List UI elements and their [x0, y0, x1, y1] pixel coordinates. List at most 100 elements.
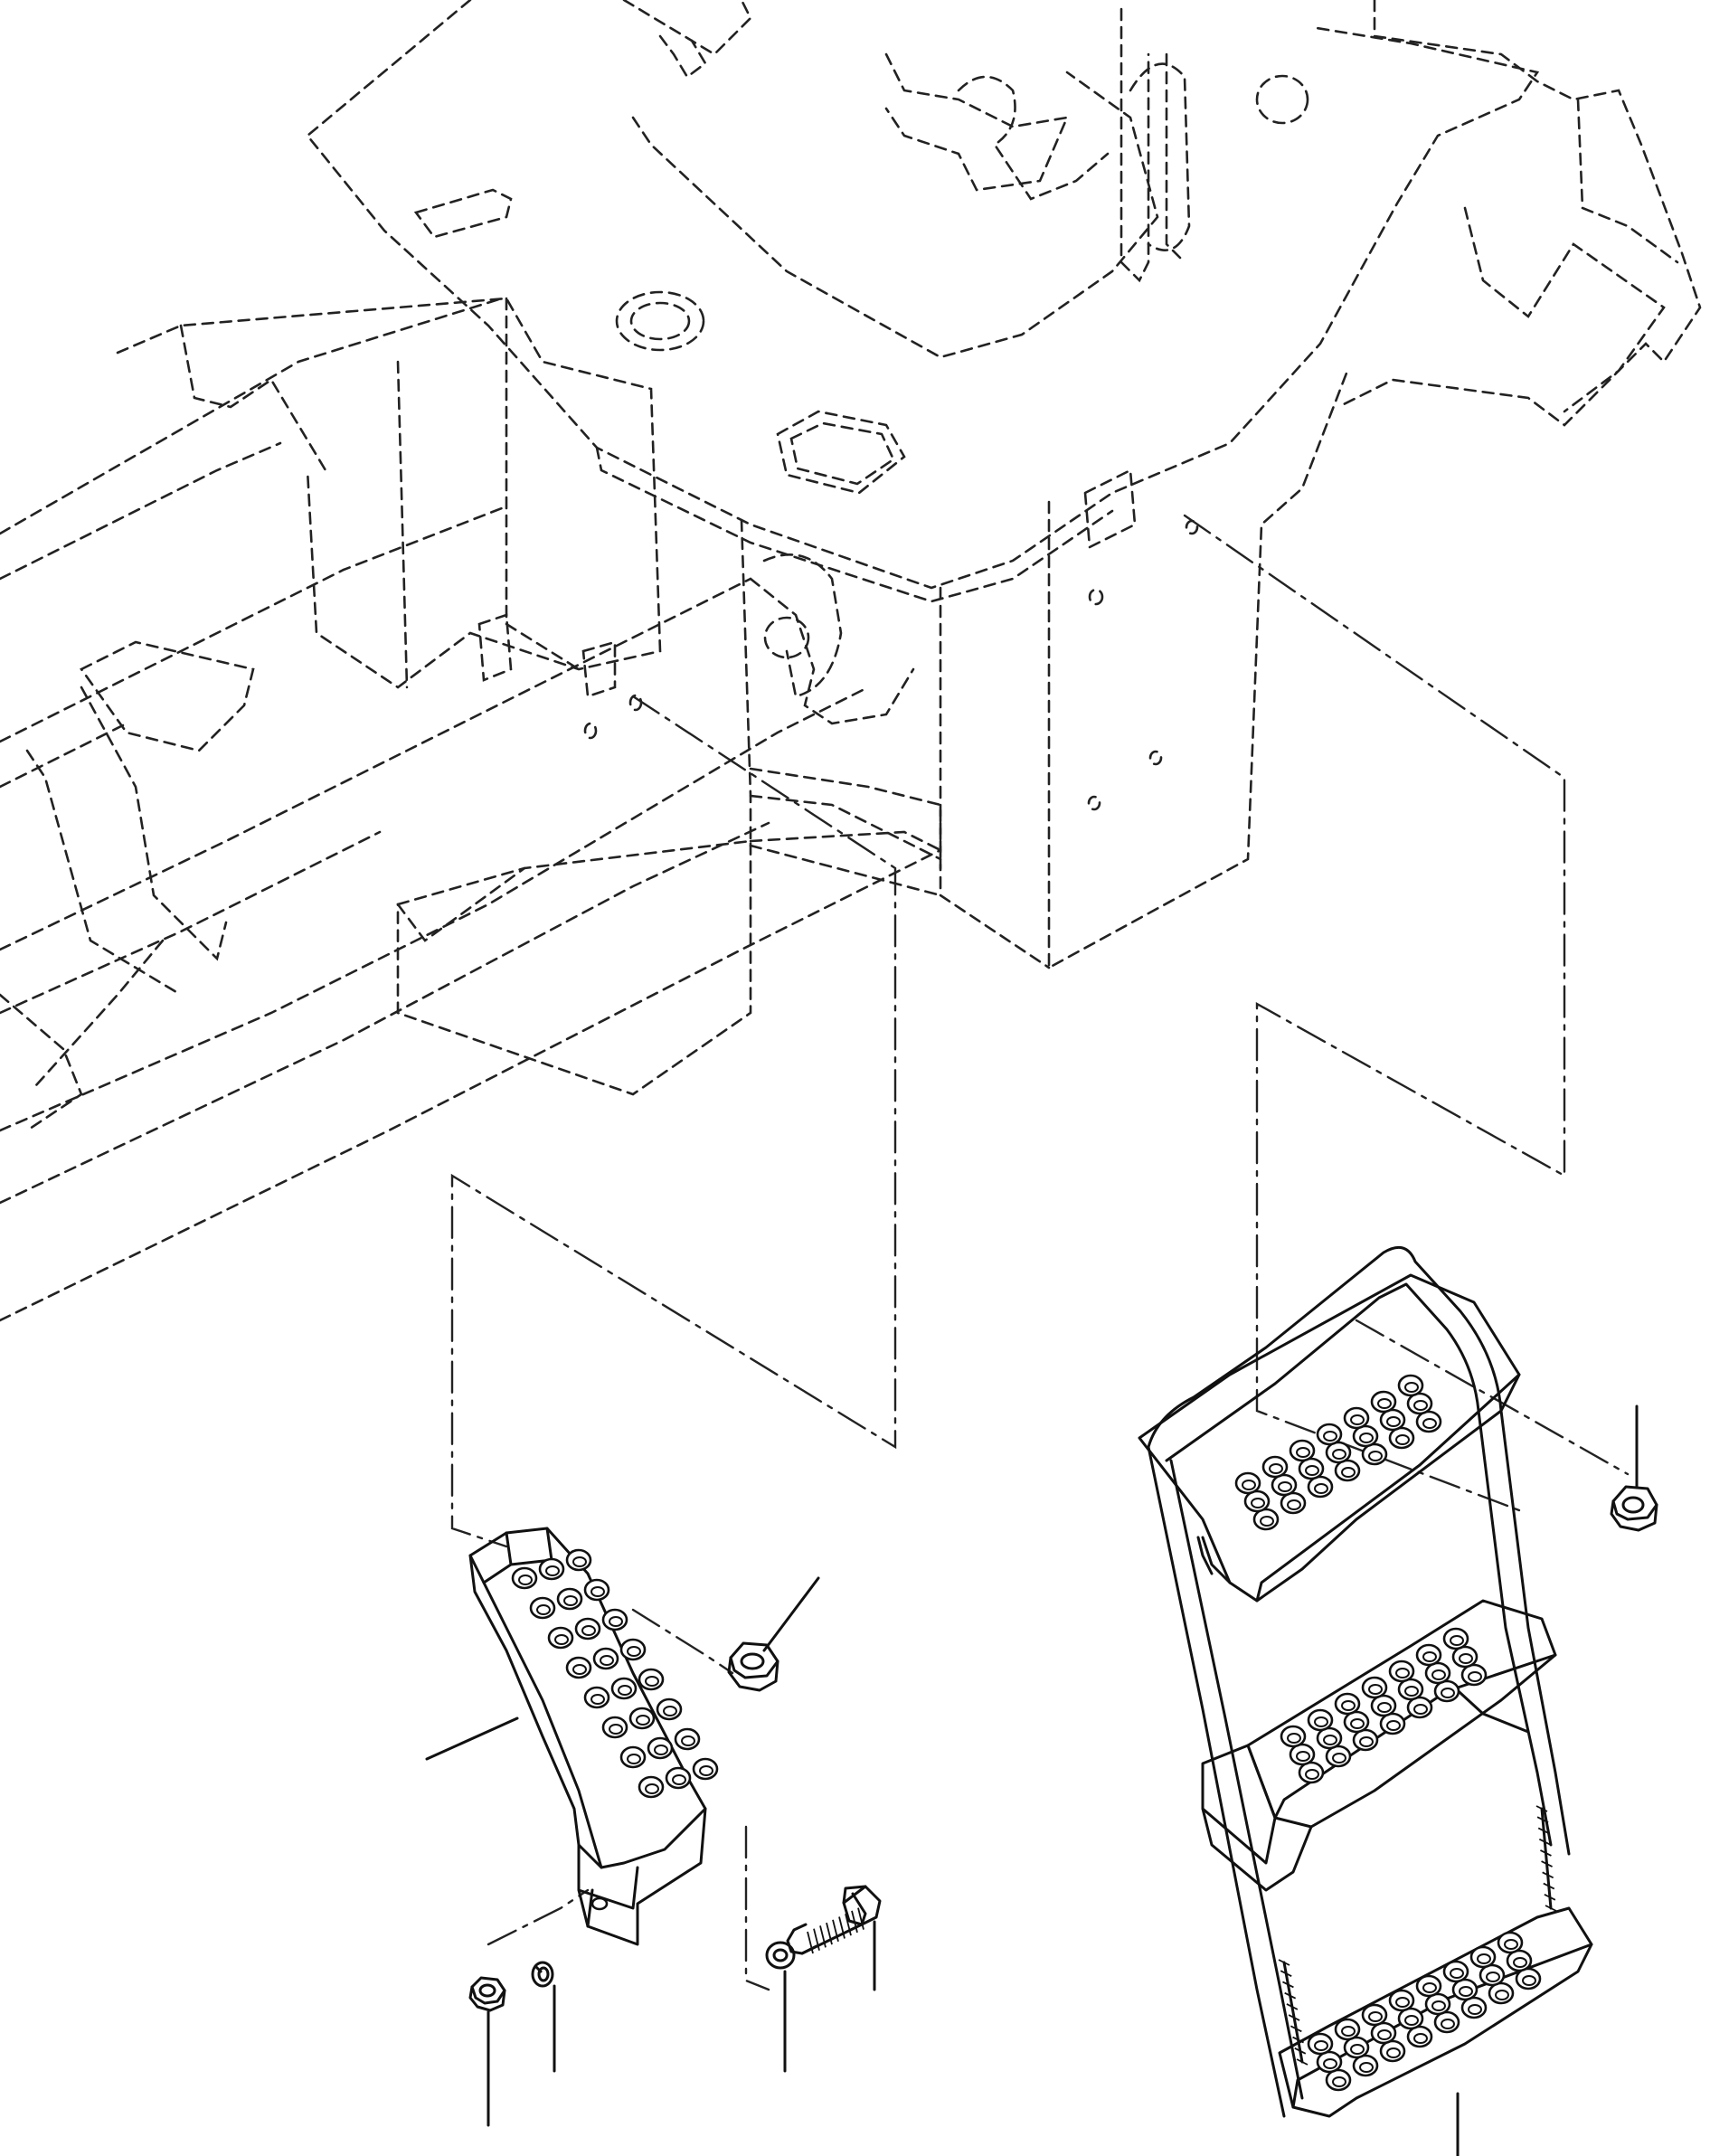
deck-slot — [413, 188, 513, 239]
assembly-line-left-step — [450, 695, 897, 1548]
tower-front-face — [939, 586, 1051, 969]
cable-link — [1292, 2036, 1304, 2044]
assembly-line-ladder-bolt — [1355, 1319, 1630, 1476]
thread-line — [845, 1913, 852, 1936]
tread-hole-inner — [1278, 1481, 1292, 1492]
cable-link — [1543, 1882, 1555, 1890]
tread-hole-inner — [1251, 1498, 1265, 1508]
ladder-middle-tread — [1246, 1599, 1557, 1829]
cable-link — [1535, 1805, 1548, 1812]
tread-hole-inner — [645, 1676, 659, 1687]
center-bracket-hole — [763, 616, 810, 659]
tread-hole-inner — [1296, 1447, 1310, 1458]
left-diag-brace — [0, 993, 83, 1132]
deck-hatch-inner — [789, 421, 895, 486]
lower-plate-hole-1 — [583, 722, 598, 740]
single-step-plate — [468, 1527, 707, 1869]
assembly-center-lines — [450, 514, 1630, 1991]
thread-line — [838, 1916, 846, 1939]
tread-hole-inner — [1486, 1972, 1500, 1982]
left-channel — [25, 749, 183, 997]
tread-hole-inner — [1287, 1499, 1301, 1510]
cable-link — [1542, 1871, 1554, 1879]
tower-left-post — [1120, 7, 1150, 283]
tread-hole-inner — [609, 1616, 623, 1627]
tread-hole-inner — [1341, 1700, 1356, 1711]
cable-link — [1288, 2014, 1300, 2021]
tread-hole-inner — [1450, 1635, 1464, 1646]
left-rail-5 — [0, 577, 752, 951]
left-long-member-2 — [0, 821, 770, 1205]
ladder-middle-tread-box — [1201, 1744, 1277, 1865]
leader-hex-nut-step — [762, 1576, 820, 1652]
left-box-lower — [80, 640, 255, 752]
ladder-handrail — [1147, 1245, 1503, 1449]
left-diagonal-far — [0, 848, 942, 1322]
tower-hole-2 — [1148, 750, 1163, 766]
tread-hole-inner — [1468, 2004, 1482, 2015]
left-diag-brace-2 — [34, 939, 165, 1087]
tread-hole-inner — [1441, 2019, 1455, 2029]
tread-hole-inner — [1368, 1684, 1383, 1695]
tread-hole-inner — [1395, 1434, 1410, 1445]
tread-hole-inner — [545, 1565, 560, 1576]
tread-hole-inner — [1522, 1975, 1536, 1986]
cable-link — [1278, 1959, 1290, 1966]
tread-hole-inner — [1314, 1716, 1328, 1727]
tread-hole-inner — [681, 1735, 695, 1746]
tread-hole-inner — [590, 1586, 605, 1597]
ladder-right-cable — [1540, 1807, 1553, 1910]
ladder-top-tread-side — [1201, 1536, 1232, 1584]
step-ladder — [1138, 1245, 1593, 2118]
tower-small-panel — [1083, 468, 1137, 550]
tread-hole-inner — [1495, 1990, 1509, 2000]
thread-line — [826, 1922, 833, 1945]
center-lower-rail-2 — [749, 767, 942, 870]
tread-hole-inner — [609, 1724, 623, 1735]
ladder-top-tread-face — [1255, 1373, 1521, 1603]
upper-deck-inner — [631, 71, 1159, 359]
tread-hole-inner — [618, 1685, 632, 1696]
cable-link — [1536, 1816, 1549, 1824]
tread-hole-inner — [1242, 1480, 1256, 1490]
cable-link — [1286, 2003, 1299, 2010]
tread-hole-inner — [1350, 1718, 1365, 1729]
cable-link — [1284, 1991, 1297, 2000]
center-mechanism-2 — [957, 75, 1110, 201]
far-right-housing — [1337, 0, 1702, 427]
cable-link — [1545, 1905, 1557, 1912]
fasteners — [468, 1485, 1658, 2012]
lower-bolt-block — [477, 613, 513, 682]
ladder-bottom-tread — [1278, 1906, 1593, 2118]
tower-right-box — [1047, 369, 1349, 970]
left-rail-4 — [0, 722, 128, 789]
tread-hole-inner — [1350, 2044, 1365, 2055]
cable-link — [1541, 1860, 1553, 1868]
far-right-housing-edge — [1576, 98, 1679, 264]
tread-hole-inner — [1404, 2015, 1419, 2026]
left-long-member — [0, 686, 870, 1132]
tread-hole-inner — [1287, 1733, 1301, 1744]
handle-loop — [1129, 62, 1191, 251]
hex-nut-ladder — [1610, 1485, 1658, 1532]
tread-hole-inner — [1395, 1668, 1410, 1678]
tread-hole-inner — [1459, 1986, 1473, 1997]
thread-line — [857, 1907, 864, 1930]
thread-line — [819, 1925, 827, 1948]
tread-hole-inner — [1431, 2000, 1446, 2011]
tread-hole-inner — [672, 1774, 686, 1785]
lower-hanging-plate — [396, 839, 752, 1096]
cable-link — [1290, 2025, 1302, 2033]
tread-hole-inner — [1468, 1671, 1482, 1682]
tread-hole-inner — [627, 1754, 641, 1764]
tread-hole-inner — [572, 1664, 587, 1675]
tread-hole-inner — [1323, 1431, 1337, 1442]
tread-hole-inner — [1368, 2011, 1383, 2022]
cable-link — [1540, 1849, 1552, 1857]
tread-hole-inner — [627, 1646, 641, 1657]
lower-hanging-plate-2 — [396, 866, 526, 942]
tread-hole-inner — [699, 1765, 713, 1776]
tread-hole-inner — [1359, 1433, 1374, 1443]
